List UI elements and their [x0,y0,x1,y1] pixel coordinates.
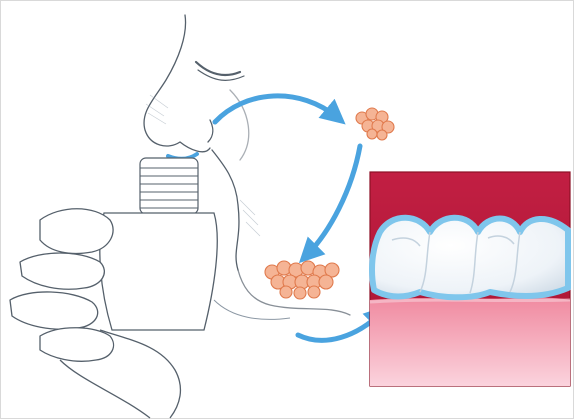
cell-cluster-lower [265,261,339,299]
tooth-inset-panel [370,172,570,386]
absorption-arrow-to-tooth [298,312,382,340]
absorption-arrow-upper [215,96,338,122]
nasal-spray-bottle [100,213,217,330]
absorption-arrow-down [306,146,360,256]
chin-outline [214,300,290,319]
teeth [372,218,568,298]
nasal-spray-nozzle [140,158,198,214]
cell-cluster-upper [356,108,394,140]
